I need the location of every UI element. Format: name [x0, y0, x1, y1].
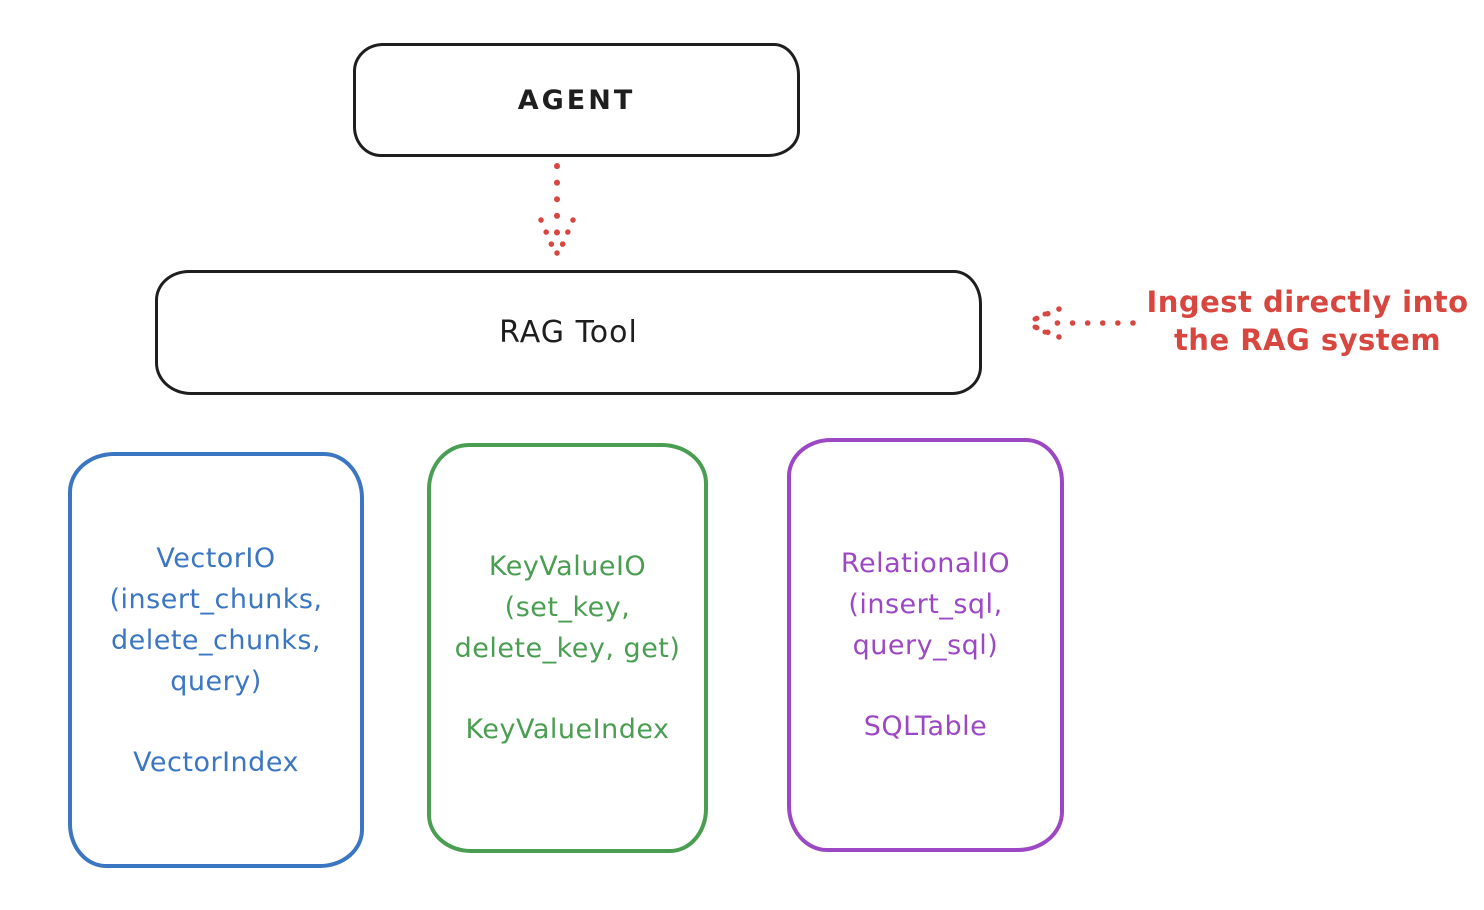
agent-label: AGENT	[517, 84, 636, 116]
ingest-annotation: Ingest directly into the RAG system	[1135, 283, 1480, 359]
vectorio-line: (insert_chunks,	[109, 583, 323, 615]
rag-tool-label: RAG Tool	[499, 315, 638, 350]
keyvalueio-index-label: KeyValueIndex	[465, 714, 670, 745]
dotted-arrow-left-icon	[1024, 306, 1136, 340]
agent-node: AGENT	[353, 43, 800, 157]
keyvalueio-line: delete_key, get)	[454, 633, 681, 664]
relationalio-line: (insert_sql,	[848, 589, 1003, 620]
vectorio-index-label: VectorIndex	[133, 746, 299, 778]
keyvalueio-line: KeyValueIO	[488, 551, 647, 582]
dotted-arrow-down-icon	[538, 163, 576, 260]
vectorio-line: query)	[170, 665, 262, 697]
vectorio-node: VectorIO (insert_chunks, delete_chunks, …	[68, 452, 364, 868]
relationalio-index-label: SQLTable	[863, 711, 988, 742]
vectorio-line: delete_chunks,	[110, 624, 322, 656]
relationalio-line: RelationalIO	[840, 548, 1011, 579]
keyvalueio-node: KeyValueIO (set_key, delete_key, get) Ke…	[427, 443, 708, 853]
ingest-annotation-line1: Ingest directly into	[1146, 285, 1469, 319]
relationalio-line: query_sql)	[852, 630, 999, 661]
vectorio-line: VectorIO	[156, 542, 276, 574]
ingest-annotation-line2: the RAG system	[1173, 323, 1442, 357]
rag-tool-node: RAG Tool	[155, 270, 982, 395]
keyvalueio-line: (set_key,	[504, 592, 631, 623]
relationalio-node: RelationalIO (insert_sql, query_sql) SQL…	[787, 438, 1064, 852]
